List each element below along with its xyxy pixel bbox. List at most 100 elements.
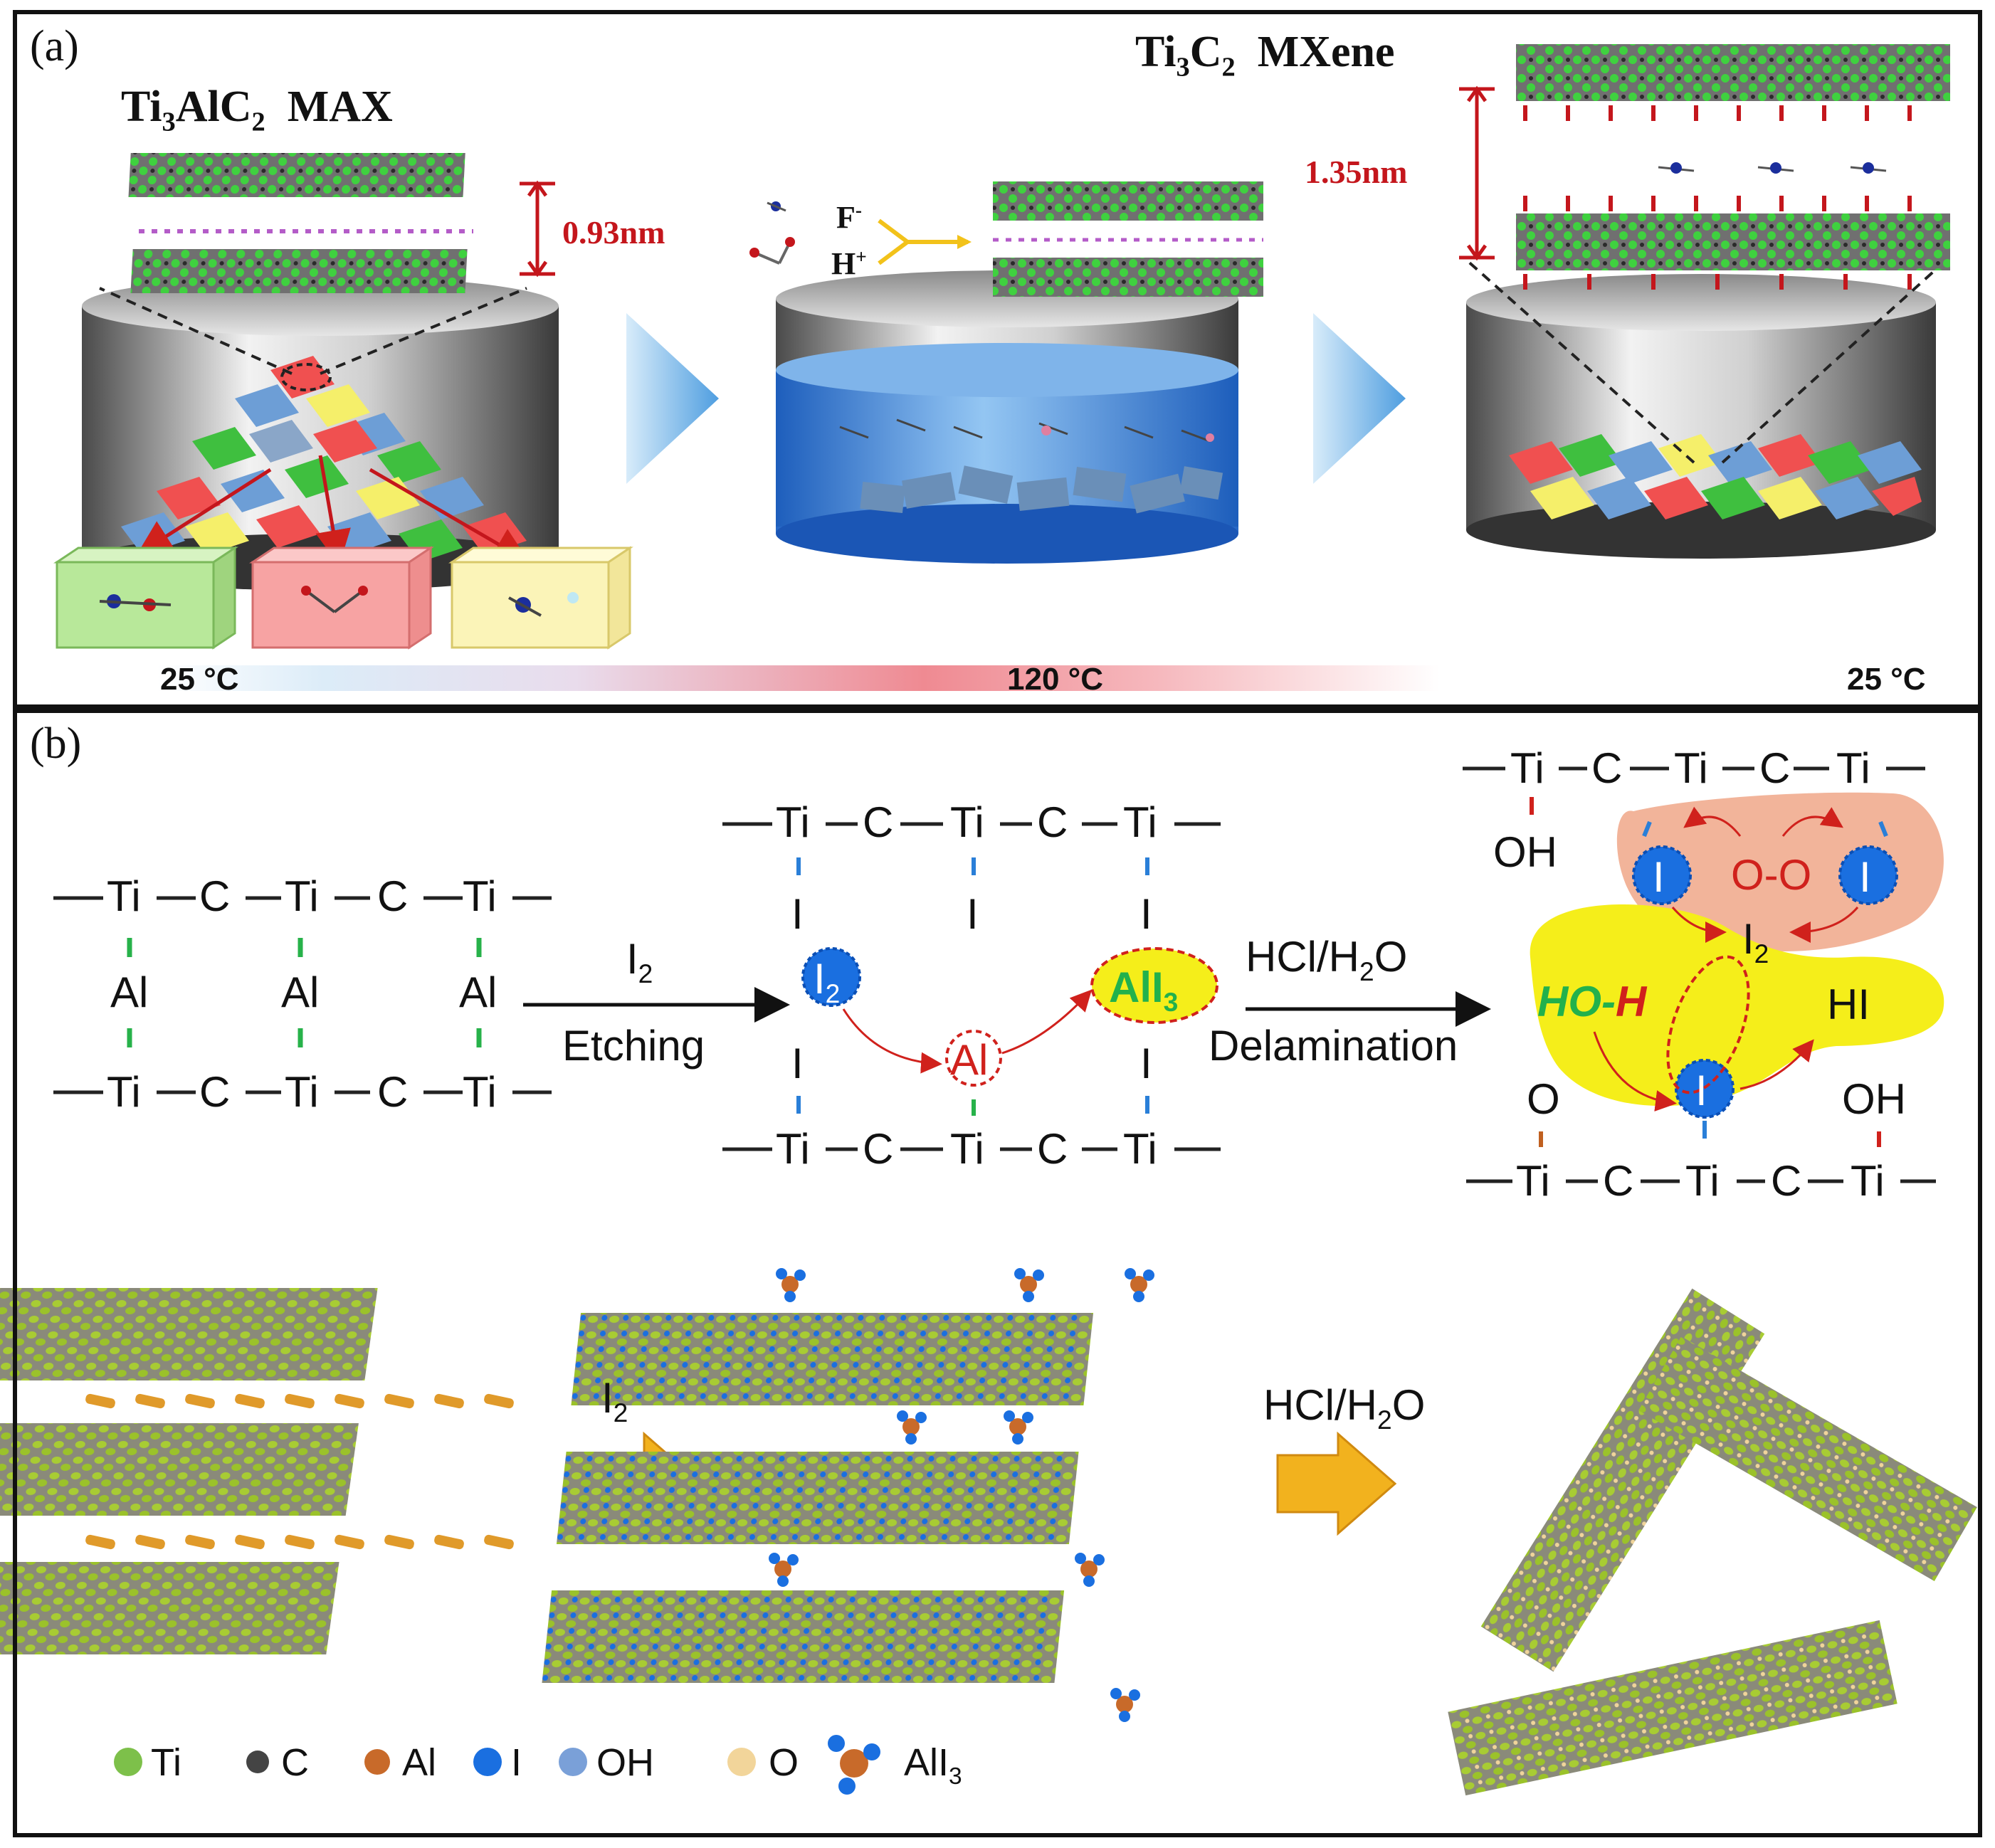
right-top-c-1: C bbox=[1591, 744, 1623, 792]
zoom-line-right-1 bbox=[320, 287, 527, 375]
max-al-3: Al bbox=[459, 968, 498, 1016]
mid-top-c-2: C bbox=[1037, 798, 1068, 846]
delamination-reagent: HCl/H2O bbox=[1246, 933, 1408, 986]
max-top-c-1: C bbox=[199, 872, 231, 920]
mid-i-3: I bbox=[1140, 890, 1152, 938]
right-bot-c-2: C bbox=[1771, 1157, 1802, 1205]
right-bot-ti-3: Ti bbox=[1851, 1157, 1885, 1205]
max-bot-ti-1: Ti bbox=[107, 1068, 141, 1116]
legend-al: Al bbox=[402, 1741, 437, 1784]
mid-top-ti-3: Ti bbox=[1123, 798, 1157, 846]
delaminated-3d-structure bbox=[1448, 1288, 1977, 1796]
yellow-i-label: I bbox=[1695, 1067, 1707, 1114]
spacing-label-mxene: 1.35nm bbox=[1305, 154, 1408, 190]
mxene-bonds bbox=[1463, 766, 1936, 1183]
max-layers bbox=[128, 153, 473, 293]
legend-c: C bbox=[281, 1741, 309, 1784]
mid-top-c-1: C bbox=[863, 798, 894, 846]
intermediate-layers bbox=[993, 181, 1263, 297]
legend-all3: AlI3 bbox=[904, 1741, 962, 1790]
right-top-c-2: C bbox=[1759, 744, 1791, 792]
delamination-label: Delamination bbox=[1209, 1022, 1458, 1070]
bubble-i-left: I bbox=[1653, 853, 1665, 901]
al-atom-circle bbox=[945, 1030, 1002, 1087]
right-top-ti-1: Ti bbox=[1510, 744, 1544, 792]
etching-reagent: I2 bbox=[626, 935, 653, 988]
al-symbol: Al bbox=[950, 1036, 989, 1084]
max-title: Ti3AlC2 MAX bbox=[121, 83, 393, 137]
bubble-i-right: I bbox=[1859, 853, 1871, 901]
water-bubble bbox=[1530, 904, 1944, 1107]
block-arrow-2 bbox=[1276, 1431, 1397, 1536]
component-cube-green bbox=[53, 546, 238, 650]
bubble-i2-label: I2 bbox=[1742, 915, 1769, 968]
mid-bot-c-2: C bbox=[1037, 1125, 1068, 1173]
legend-markers bbox=[114, 1735, 880, 1795]
max-3d-structure bbox=[0, 1288, 514, 1654]
mxene-container bbox=[1466, 274, 1936, 559]
max-top-ti-1: Ti bbox=[107, 872, 141, 920]
intercalated-3d-structure bbox=[542, 1268, 1154, 1722]
mid-i-1: I bbox=[791, 890, 804, 938]
spacing-label-max: 0.93nm bbox=[562, 214, 665, 250]
right-oh-top: OH bbox=[1493, 828, 1557, 876]
max-al-2: Al bbox=[281, 968, 320, 1016]
max-bot-c-1: C bbox=[199, 1068, 231, 1116]
block-arrow-1-label: I2 bbox=[601, 1374, 628, 1427]
max-bot-ti-3: Ti bbox=[463, 1068, 497, 1116]
proton-label: H+ bbox=[831, 245, 867, 281]
right-top-ti-2: Ti bbox=[1674, 744, 1708, 792]
legend-o: O bbox=[769, 1741, 799, 1784]
mid-top-ti-1: Ti bbox=[776, 798, 810, 846]
max-bot-c-2: C bbox=[377, 1068, 409, 1116]
temperature-gradient-bar bbox=[157, 665, 1552, 691]
right-top-ti-3: Ti bbox=[1836, 744, 1870, 792]
panel-b bbox=[13, 709, 1982, 1837]
spacing-bracket-mxene bbox=[1459, 85, 1495, 261]
hi-label: HI bbox=[1827, 981, 1870, 1028]
all3-symbol: AlI3 bbox=[1109, 963, 1179, 1017]
max-al-bonds bbox=[127, 938, 482, 1047]
mid-bot-ti-1: Ti bbox=[776, 1125, 810, 1173]
max-top-ti-3: Ti bbox=[463, 872, 497, 920]
hoh-label: HO-H bbox=[1537, 978, 1647, 1025]
right-bot-ti-1: Ti bbox=[1516, 1157, 1550, 1205]
max-top-c-2: C bbox=[377, 872, 409, 920]
intermediate-bonds bbox=[722, 822, 1221, 1151]
mid-top-ti-2: Ti bbox=[950, 798, 984, 846]
panel-b-label: (b) bbox=[30, 719, 82, 768]
oo-label: O-O bbox=[1731, 851, 1812, 899]
max-top-ti-2: Ti bbox=[285, 872, 319, 920]
block-arrow-2-label: HCl/H2O bbox=[1263, 1381, 1426, 1435]
all3-ellipse bbox=[1090, 947, 1218, 1024]
component-cube-red bbox=[249, 546, 434, 650]
mid-i-2: I bbox=[967, 890, 979, 938]
mxene-title: Ti3C2 MXene bbox=[1135, 28, 1395, 83]
zoom-line-left-1 bbox=[99, 287, 293, 375]
right-bot-ti-2: Ti bbox=[1685, 1157, 1720, 1205]
fluoride-label: F- bbox=[836, 199, 862, 235]
right-o-label: O bbox=[1527, 1075, 1560, 1123]
legend-ti: Ti bbox=[151, 1741, 181, 1784]
mxene-layers bbox=[1516, 44, 1950, 290]
i2-symbol: I2 bbox=[814, 955, 841, 1008]
mid-bot-ti-3: Ti bbox=[1123, 1125, 1157, 1173]
fh-arrow bbox=[878, 218, 968, 265]
etching-container bbox=[776, 270, 1238, 564]
process-arrow-1 bbox=[626, 313, 719, 484]
mid-bot-c-1: C bbox=[863, 1125, 894, 1173]
mid-bot-ti-2: Ti bbox=[950, 1125, 984, 1173]
max-al-1: Al bbox=[110, 968, 149, 1016]
oxygen-bubble bbox=[1616, 792, 1944, 952]
temp-peak-label: 120 °C bbox=[1007, 662, 1104, 697]
max-bot-ti-2: Ti bbox=[285, 1068, 319, 1116]
etching-label: Etching bbox=[562, 1022, 705, 1070]
component-cube-yellow bbox=[448, 546, 633, 650]
mid-i-5: I bbox=[1140, 1040, 1152, 1087]
i2-molecule bbox=[801, 947, 861, 1007]
etchant-molecules bbox=[749, 201, 795, 265]
temp-end-label: 25 °C bbox=[1847, 662, 1926, 697]
panel-a-label: (a) bbox=[30, 22, 79, 70]
process-arrow-2 bbox=[1313, 313, 1406, 484]
